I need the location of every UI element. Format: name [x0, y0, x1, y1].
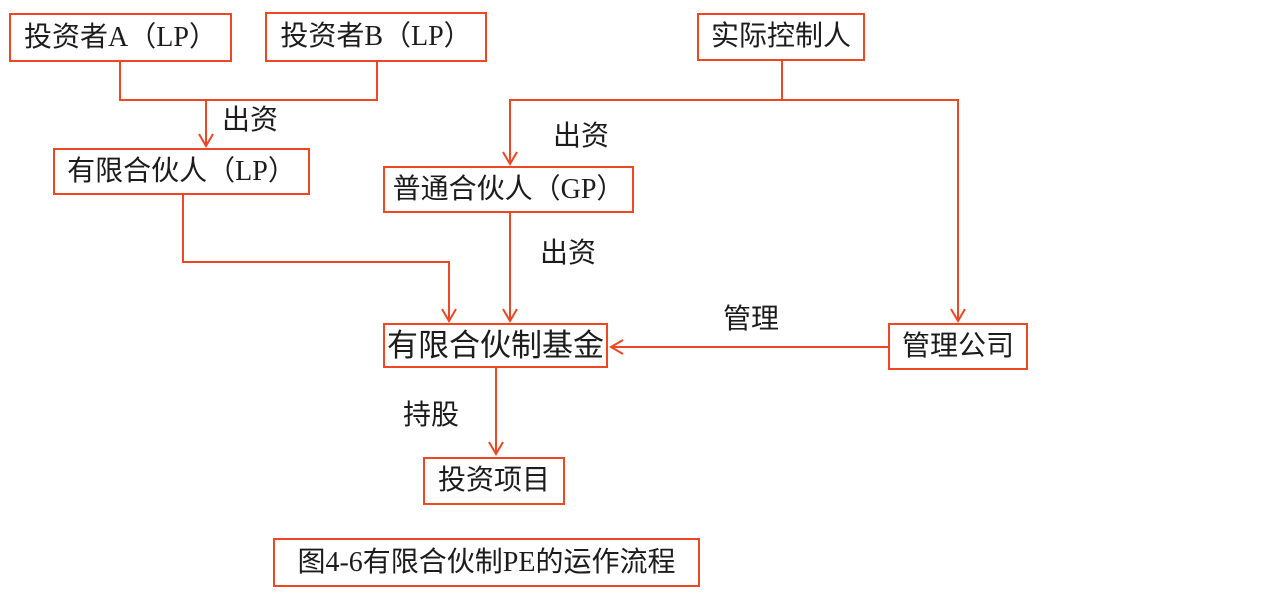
- edge-controller-branch: [509, 61, 959, 101]
- arrowhead-into-fund-right: [609, 339, 624, 355]
- edge-label-contribute-3: 出资: [540, 238, 597, 269]
- arrowhead-into-mgmt: [950, 308, 966, 323]
- edge-label-hold-shares: 持股: [403, 400, 460, 431]
- arrowhead-gp-into-fund: [502, 308, 518, 323]
- node-management-company: 管理公司: [888, 323, 1028, 370]
- edge-investors-merge: [119, 62, 378, 101]
- arrowhead-lp-into-fund: [441, 308, 457, 323]
- node-investment-project: 投资项目: [423, 457, 565, 505]
- figure-caption: 图4-6有限合伙制PE的运作流程: [273, 538, 700, 587]
- node-investor-b: 投资者B（LP）: [265, 12, 487, 62]
- node-limited-partner: 有限合伙人（LP）: [53, 148, 310, 195]
- arrowhead-into-lp: [198, 133, 214, 148]
- edge-label-contribute-2: 出资: [553, 121, 610, 152]
- node-general-partner: 普通合伙人（GP）: [383, 166, 634, 213]
- arrowhead-into-project: [488, 441, 504, 456]
- arrowhead-into-gp: [502, 151, 518, 166]
- node-investor-a: 投资者A（LP）: [9, 13, 232, 62]
- edge-lp-to-fund: [182, 195, 450, 320]
- node-limited-partnership-fund: 有限合伙制基金: [383, 323, 608, 368]
- node-actual-controller: 实际控制人: [697, 13, 865, 61]
- edge-label-contribute-1: 出资: [222, 105, 279, 136]
- edge-label-manage: 管理: [723, 304, 780, 335]
